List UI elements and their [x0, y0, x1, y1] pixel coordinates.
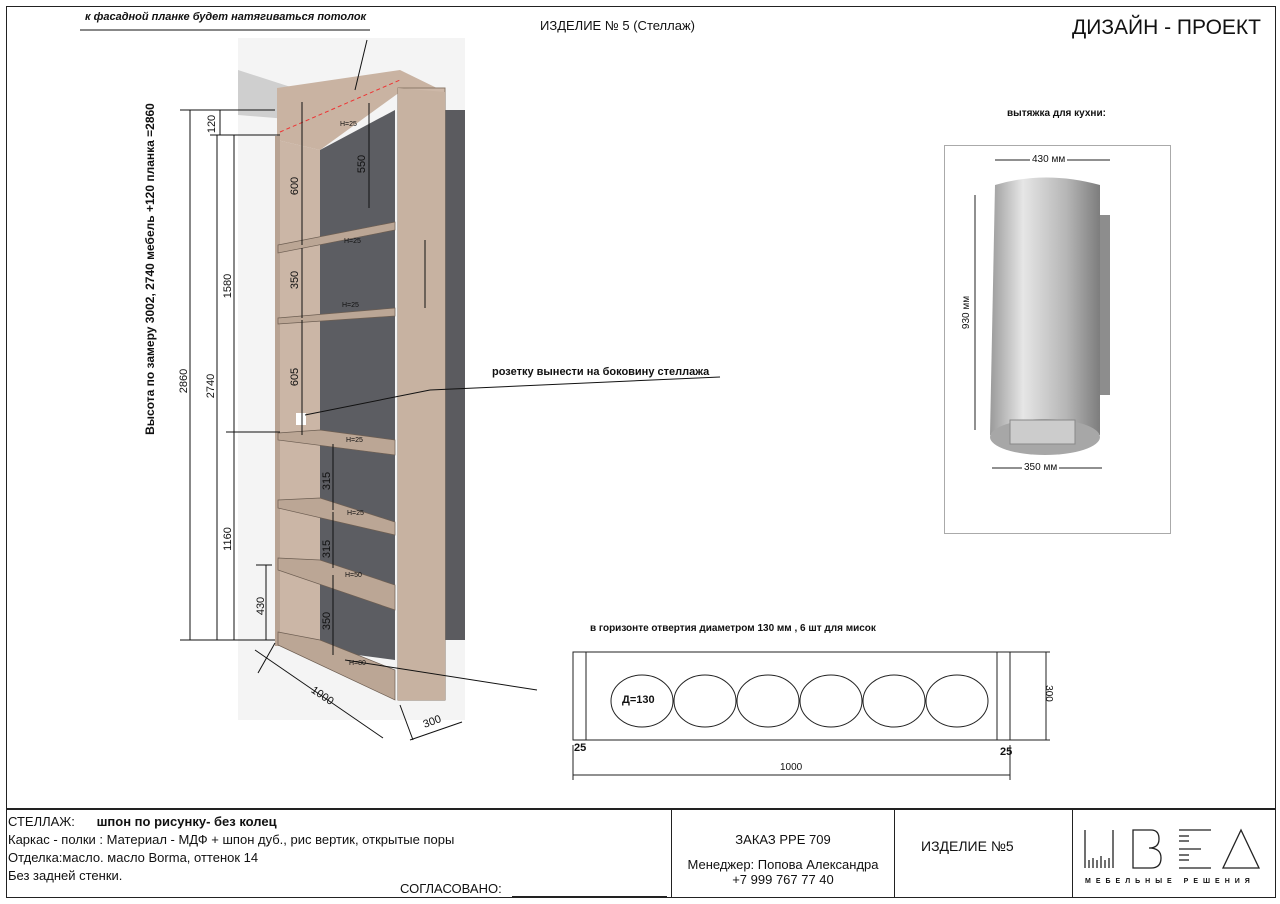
logo-subtitle: МЕБЕЛЬНЫЕ РЕШЕНИЯ [1085, 878, 1255, 885]
hood-width-top: 430 мм [1030, 154, 1068, 165]
bowl-hole [925, 674, 989, 728]
shelf-height-5: H=25 [347, 510, 364, 517]
order-number: ЗАКАЗ PPE 709 [735, 832, 831, 847]
hood-width-bottom: 350 мм [1022, 462, 1060, 473]
order-cell: ЗАКАЗ PPE 709 Менеджер: Попова Александр… [672, 810, 895, 898]
bowl-hole [799, 674, 863, 728]
hole-diameter-label: Д=130 [622, 694, 655, 706]
company-logo [1084, 828, 1261, 869]
approved-label: СОГЛАСОВАНО: [400, 881, 502, 896]
panel-height: 300 [1042, 685, 1054, 702]
panel-note: в горизонте отвертия диаметром 130 мм , … [590, 623, 876, 634]
page-frame [6, 6, 1276, 898]
title-block: СТЕЛЛАЖ: шпон по рисунку- без колец Карк… [6, 808, 1276, 898]
socket-note: розетку вынести на боковину стеллажа [492, 366, 710, 378]
design-title: ДИЗАЙН - ПРОЕКТ [1072, 16, 1261, 39]
spec-cell: СТЕЛЛАЖ: шпон по рисунку- без колец Карк… [6, 810, 672, 898]
bowl-hole [673, 674, 737, 728]
panel-width: 1000 [780, 762, 803, 773]
product-title: ИЗДЕЛИЕ № 5 (Стеллаж) [540, 18, 695, 33]
shelf-height-6: H=50 [345, 572, 362, 579]
ceiling-note: к фасадной планке будет натягиваться пот… [85, 11, 367, 23]
socket [296, 413, 306, 425]
signature-line [512, 896, 667, 897]
item-number: ИЗДЕЛИЕ №5 [921, 838, 1014, 854]
hood-title: вытяжка для кухни: [1007, 108, 1106, 119]
finish-note: шпон по рисунку- без колец [96, 814, 277, 829]
bowl-hole [862, 674, 926, 728]
phone: +7 999 767 77 40 [732, 872, 834, 887]
shelf-height-1: H=25 [340, 121, 357, 128]
shelf-height-3: H=25 [342, 302, 359, 309]
spec-label: СТЕЛЛАЖ: [8, 814, 75, 829]
hood-image-frame [944, 145, 1171, 534]
shelf-height-2: H=25 [344, 238, 361, 245]
bowl-hole [736, 674, 800, 728]
shelves [277, 221, 396, 701]
spec-line-3: Без задней стенки. [8, 868, 123, 883]
spec-line-1: Каркас - полки : Материал - МДФ + шпон д… [8, 832, 455, 847]
shelf-height-4: H=25 [346, 437, 363, 444]
spec-line-2: Отделка:масло. масло Borma, оттенок 14 [8, 850, 259, 865]
manager: Менеджер: Попова Александра [687, 857, 879, 872]
panel-left-edge: 25 [574, 742, 587, 754]
bowl-hole [610, 674, 674, 728]
item-cell: ИЗДЕЛИЕ №5 [895, 810, 1073, 898]
shelf-height-7: H=80 [349, 660, 366, 667]
logo-cell: МЕБЕЛЬНЫЕ РЕШЕНИЯ [1073, 810, 1276, 898]
panel-right-edge: 25 [1000, 746, 1013, 758]
